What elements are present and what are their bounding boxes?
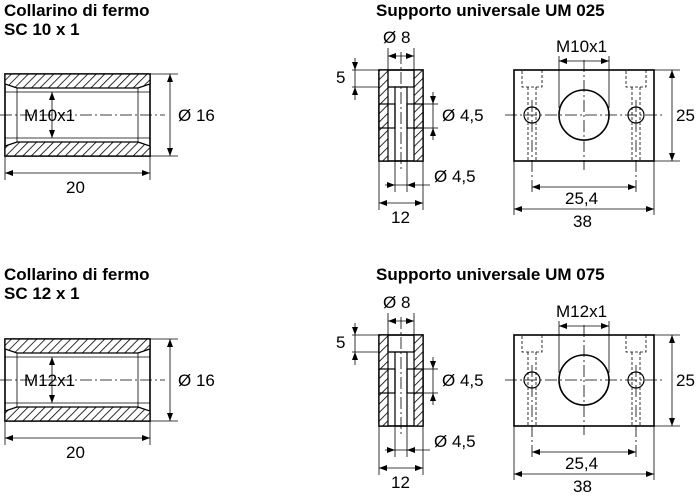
- side-hole-mid-label: Ø 4,5: [442, 106, 484, 125]
- block-2: M12x1 Ø 16 20 Ø 8 5 Ø 4,5 Ø 4,5 12 M12x1…: [0, 293, 695, 496]
- support-title-1: Supporto universale UM 025: [376, 1, 605, 20]
- support-title-2: Supporto universale UM 075: [376, 265, 605, 284]
- collar-title-line1: Collarino di fermo: [4, 265, 150, 284]
- collar-length-label: 20: [66, 443, 85, 462]
- front-width-label: 38: [573, 212, 592, 231]
- front-spacing-label: 25,4: [565, 454, 598, 473]
- collar-title-1: Collarino di fermo SC 10 x 1: [4, 1, 149, 39]
- collar-title-line2: SC 12 x 1: [4, 284, 80, 303]
- collar-diameter-label: Ø 16: [178, 106, 215, 125]
- side-hole-bottom-label: Ø 4,5: [434, 167, 476, 186]
- side-hole-bottom-label: Ø 4,5: [434, 432, 476, 451]
- collar-length-label: 20: [66, 178, 85, 197]
- side-hole-top-label: Ø 8: [383, 293, 410, 312]
- side-width-label: 12: [391, 208, 410, 227]
- side-width-label: 12: [391, 473, 410, 492]
- front-spacing-label: 25,4: [565, 189, 598, 208]
- front-thread-label: M10x1: [556, 37, 607, 56]
- collar-diameter-label: Ø 16: [178, 371, 215, 390]
- collar-thread-label: M12x1: [24, 371, 75, 390]
- front-width-label: 38: [573, 477, 592, 496]
- collar-thread-label: M10x1: [24, 106, 75, 125]
- collar-title-2: Collarino di fermo SC 12 x 1: [4, 265, 149, 303]
- collar-title-line1: Collarino di fermo: [4, 1, 150, 20]
- front-height-label: 25: [676, 371, 695, 390]
- side-counterbore-label: 5: [336, 68, 345, 87]
- side-hole-top-label: Ø 8: [383, 28, 410, 47]
- block-1: M10x1 Ø 16 20 Ø 8 5 Ø 4,5 Ø 4,5 12 M10x1…: [0, 28, 695, 231]
- side-counterbore-label: 5: [336, 333, 345, 352]
- side-hole-mid-label: Ø 4,5: [442, 371, 484, 390]
- front-thread-label: M12x1: [556, 302, 607, 321]
- collar-title-line2: SC 10 x 1: [4, 20, 80, 39]
- front-height-label: 25: [676, 106, 695, 125]
